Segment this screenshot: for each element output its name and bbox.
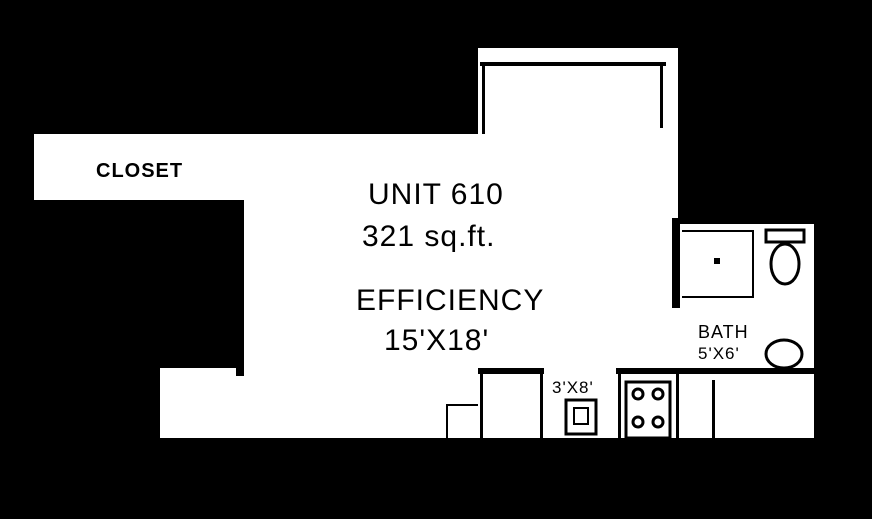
bath-right-wall: [814, 218, 822, 446]
bath-label: BATH: [698, 322, 749, 342]
kitchen-counter-area: [478, 366, 820, 444]
left-wall: [236, 200, 244, 376]
main-dims-label: 15'X18': [384, 324, 490, 357]
counter-divider-2: [540, 372, 543, 442]
kitchen-dims-label: 3'X8': [552, 378, 594, 397]
door-stub-vert: [446, 404, 448, 438]
shower-outline-right: [752, 230, 754, 298]
counter-divider-5: [712, 380, 715, 442]
bath-dims-label: 5'X6': [698, 344, 740, 363]
bath-left-wall: [672, 222, 680, 308]
closet-bottom-wall: [34, 200, 242, 206]
toilet-icon: [764, 228, 806, 286]
bottom-wall: [160, 438, 820, 446]
counter-divider-1: [480, 372, 483, 442]
bath-top-wall: [672, 218, 822, 224]
entry-alcove-area: [160, 366, 250, 444]
stove-icon: [624, 380, 672, 440]
counter-divider-4: [676, 372, 679, 442]
kitchen-sink-icon: [564, 398, 598, 436]
closet-label: CLOSET: [96, 160, 184, 182]
counter-top-line-2: [616, 368, 816, 374]
window-jamb-right: [660, 62, 663, 128]
closet-area: [34, 134, 254, 202]
unit-label: UNIT 610: [368, 178, 504, 211]
shower-outline-bottom: [682, 296, 754, 298]
shower-drain-icon: [714, 258, 720, 264]
alcove-wall: [160, 364, 244, 368]
door-stub: [446, 404, 478, 406]
counter-divider-3: [618, 372, 621, 442]
window-line: [480, 62, 666, 66]
window-jamb-left: [482, 62, 485, 134]
shower-outline-top: [682, 230, 754, 232]
bath-sink-icon: [764, 338, 804, 370]
area-label: 321 sq.ft.: [362, 220, 496, 253]
counter-top-line: [478, 368, 544, 374]
type-label: EFFICIENCY: [356, 284, 545, 317]
